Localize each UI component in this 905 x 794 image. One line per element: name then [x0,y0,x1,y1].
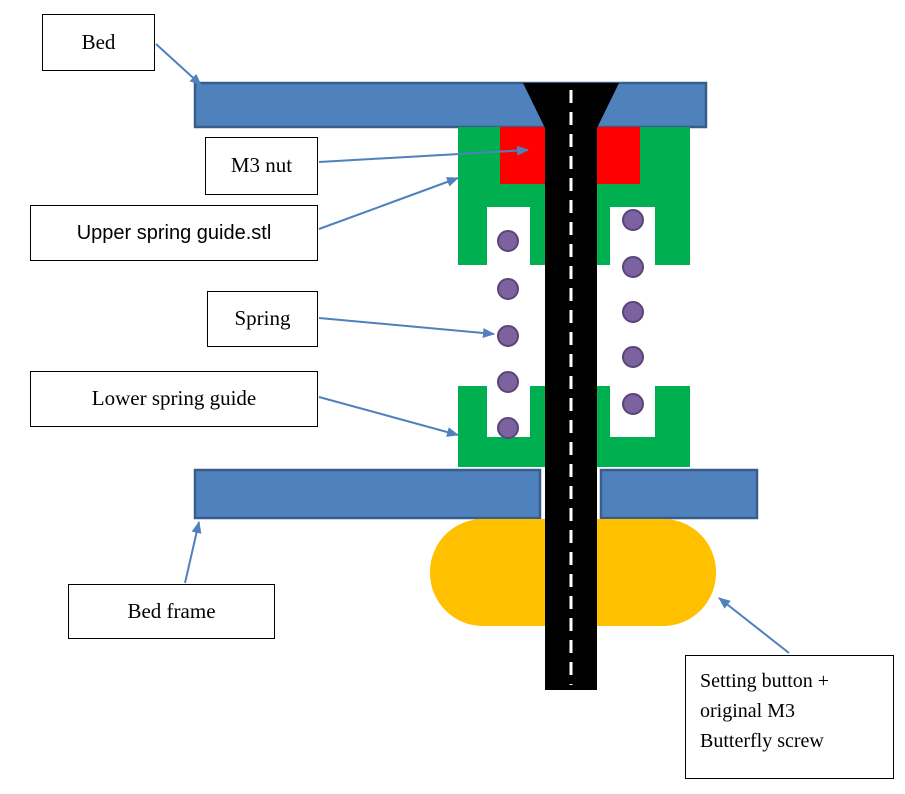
label-setting-button: Setting button + original M3 Butterfly s… [685,655,894,779]
spring-coil [622,393,644,415]
label-m3-nut: M3 nut [205,137,318,195]
label-setting-button-line2: original M3 [700,700,795,722]
label-bed-text: Bed [81,29,116,54]
label-upper-spring-guide: Upper spring guide.stl [30,205,318,261]
label-setting-button-line1: Setting button + [700,670,830,692]
label-spring-text: Spring [234,306,291,331]
arrow-m3-nut [318,145,529,163]
spring-coil [497,417,519,439]
spring-coil [622,301,644,323]
label-bed-frame: Bed frame [68,584,275,639]
label-bed-frame-text: Bed frame [127,598,216,623]
spring-coil [497,230,519,252]
spring-coil [622,346,644,368]
spring-coil [622,209,644,231]
label-spring: Spring [207,291,318,347]
label-lower-spring-guide-text: Lower spring guide [91,386,257,411]
spring-coil [497,371,519,393]
arrow-upper-spring-guide [318,177,459,230]
label-setting-button-line3: Butterfly screw [700,730,824,752]
arrow-bed [155,43,202,86]
label-lower-spring-guide: Lower spring guide [30,371,318,427]
arrow-lower-spring-guide [318,396,459,437]
bed-frame-left-bar [193,468,542,520]
spring-coil [622,256,644,278]
arrow-setting-button [718,597,790,654]
arrow-bed-frame [184,521,202,584]
bed-frame-right-bar [599,468,759,520]
bed-plate [193,81,708,129]
spring-coil [497,325,519,347]
label-upper-spring-guide-text: Upper spring guide.stl [76,222,272,244]
spring-coil [497,278,519,300]
label-bed: Bed [42,14,155,71]
label-m3-nut-text: M3 nut [230,153,293,178]
arrow-spring [318,317,495,338]
